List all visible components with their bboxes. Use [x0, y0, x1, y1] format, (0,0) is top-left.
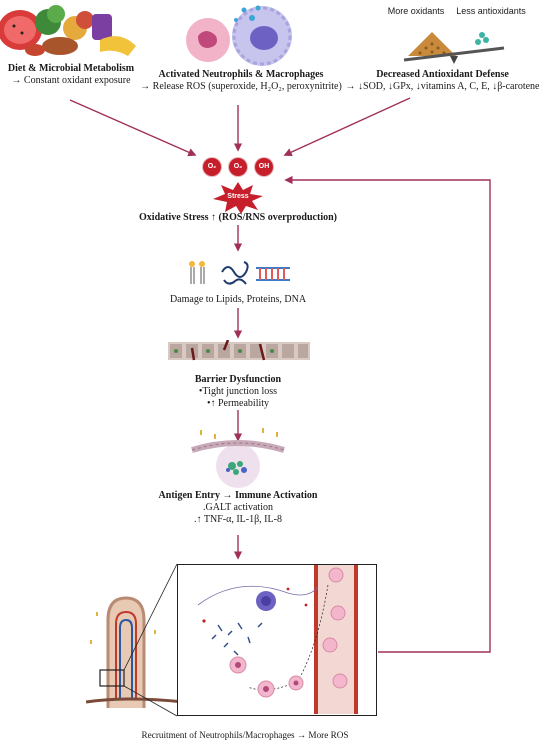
antioxidant-source: Decreased Antioxidant Defense → ↓SOD, ↓G…: [335, 69, 550, 93]
seesaw-icon: [403, 32, 505, 64]
intestinal-villus-icon: [86, 596, 185, 708]
recruitment-panel: [177, 564, 377, 716]
diet-title: Diet & Microbial Metabolism: [7, 63, 135, 74]
immune-title: Activated Neutrophils & Macrophages: [158, 69, 324, 80]
ros-hydroxyl: OH: [255, 158, 273, 176]
antigen-title: Antigen Entry → Immune Activation: [158, 490, 318, 501]
dna-icon: [256, 267, 290, 281]
more-oxidants-label: More oxidants: [386, 6, 446, 16]
oxidative-stress-label: Oxidative Stress ↑ (ROS/RNS overproducti…: [139, 212, 337, 223]
stress-badge: Stress: [227, 193, 249, 200]
arrow-antioxidant-to-ros: [283, 97, 411, 157]
diet-subtitle: → Constant oxidant exposure: [11, 75, 131, 86]
diet-source: Diet & Microbial Metabolism → Constant o…: [0, 0, 142, 87]
immune-cells-icon: [186, 5, 292, 66]
epithelial-barrier-icon: [168, 340, 310, 361]
antioxidant-subtitle: → ↓SOD, ↓GPx, ↓vitamins A, C, E, ↓β-caro…: [345, 81, 540, 92]
antigen-block: Antigen Entry → Immune Activation .GALT …: [125, 490, 351, 526]
arrow-feedback-loop: [284, 175, 491, 653]
antioxidant-title: Decreased Antioxidant Defense: [376, 69, 509, 80]
barrier-bullet-2: •↑ Permeability: [206, 398, 270, 409]
food-icon: [0, 5, 136, 56]
recruitment-caption: Recruitment of Neutrophils/Macrophages →…: [141, 730, 349, 740]
antigen-entry-icon: [191, 428, 285, 488]
damage-label: Damage to Lipids, Proteins, DNA: [169, 294, 307, 305]
less-antioxidants-text: Less antioxidants: [456, 6, 526, 16]
barrier-block: Barrier Dysfunction •Tight junction loss…: [140, 374, 336, 410]
more-oxidants-text: More oxidants: [387, 6, 445, 16]
ros-superoxide-2: O₂: [229, 158, 247, 176]
immune-subtitle: → Release ROS (superoxide, H₂O₂, peroxyn…: [140, 81, 342, 92]
antigen-bullet-1: .GALT activation: [203, 502, 273, 513]
ros-superoxide-1: O₂: [203, 158, 221, 176]
less-antioxidants-label: Less antioxidants: [456, 6, 526, 16]
antigen-bullet-2: .↑ TNF-α, IL-1β, IL-8: [194, 514, 282, 525]
immune-source: Activated Neutrophils & Macrophages → Re…: [132, 69, 350, 93]
barrier-bullet-1: •Tight junction loss: [198, 386, 278, 397]
lipid-icon: [189, 261, 205, 284]
protein-icon: [221, 261, 249, 285]
biomolecule-damage-icon: [189, 261, 290, 285]
arrow-diet-to-ros: [69, 99, 197, 157]
recruitment-illustration: [197, 565, 358, 714]
stress-burst-icon: [213, 182, 263, 214]
barrier-title: Barrier Dysfunction: [194, 374, 282, 385]
